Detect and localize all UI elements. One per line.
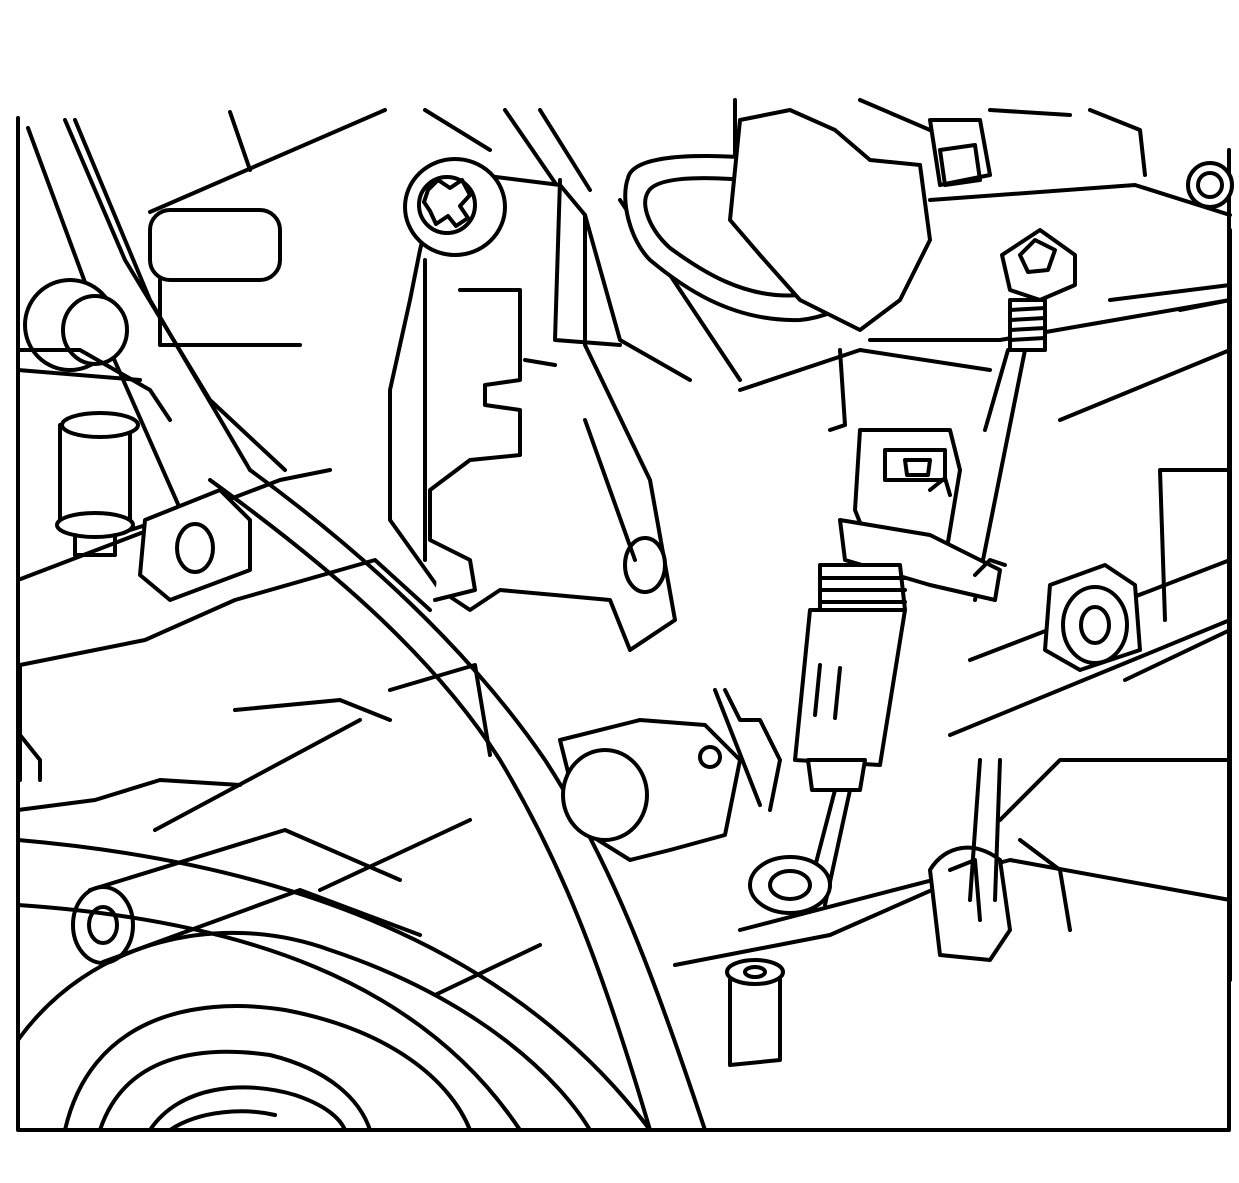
mounting-bolt <box>973 228 1077 602</box>
left-fitting-body <box>58 423 132 522</box>
sensor-mounting-ear <box>838 518 1002 602</box>
torx-bolt-head <box>422 178 472 228</box>
connecting-lines <box>153 283 1232 997</box>
large-housing-arcs <box>16 838 652 1132</box>
left-mechanical-components <box>16 208 432 965</box>
sensor-assembly <box>793 428 1007 907</box>
central-bracket <box>388 157 742 652</box>
right-hook-boss <box>928 845 1012 962</box>
lower-right-housing <box>558 468 1232 1067</box>
sensor-tip <box>806 758 867 792</box>
sensor-body <box>793 608 907 767</box>
curved-band <box>208 468 707 1132</box>
right-round-boss <box>1043 563 1142 672</box>
upper-right-housing <box>623 108 1234 432</box>
lower-lug-hole <box>698 745 722 769</box>
background-structure <box>16 98 1232 1132</box>
central-bracket-hole <box>623 536 667 594</box>
upper-hex-bolt <box>938 143 982 187</box>
upper-left-cylinder <box>148 208 282 282</box>
bolt-flange-head <box>1000 228 1077 302</box>
